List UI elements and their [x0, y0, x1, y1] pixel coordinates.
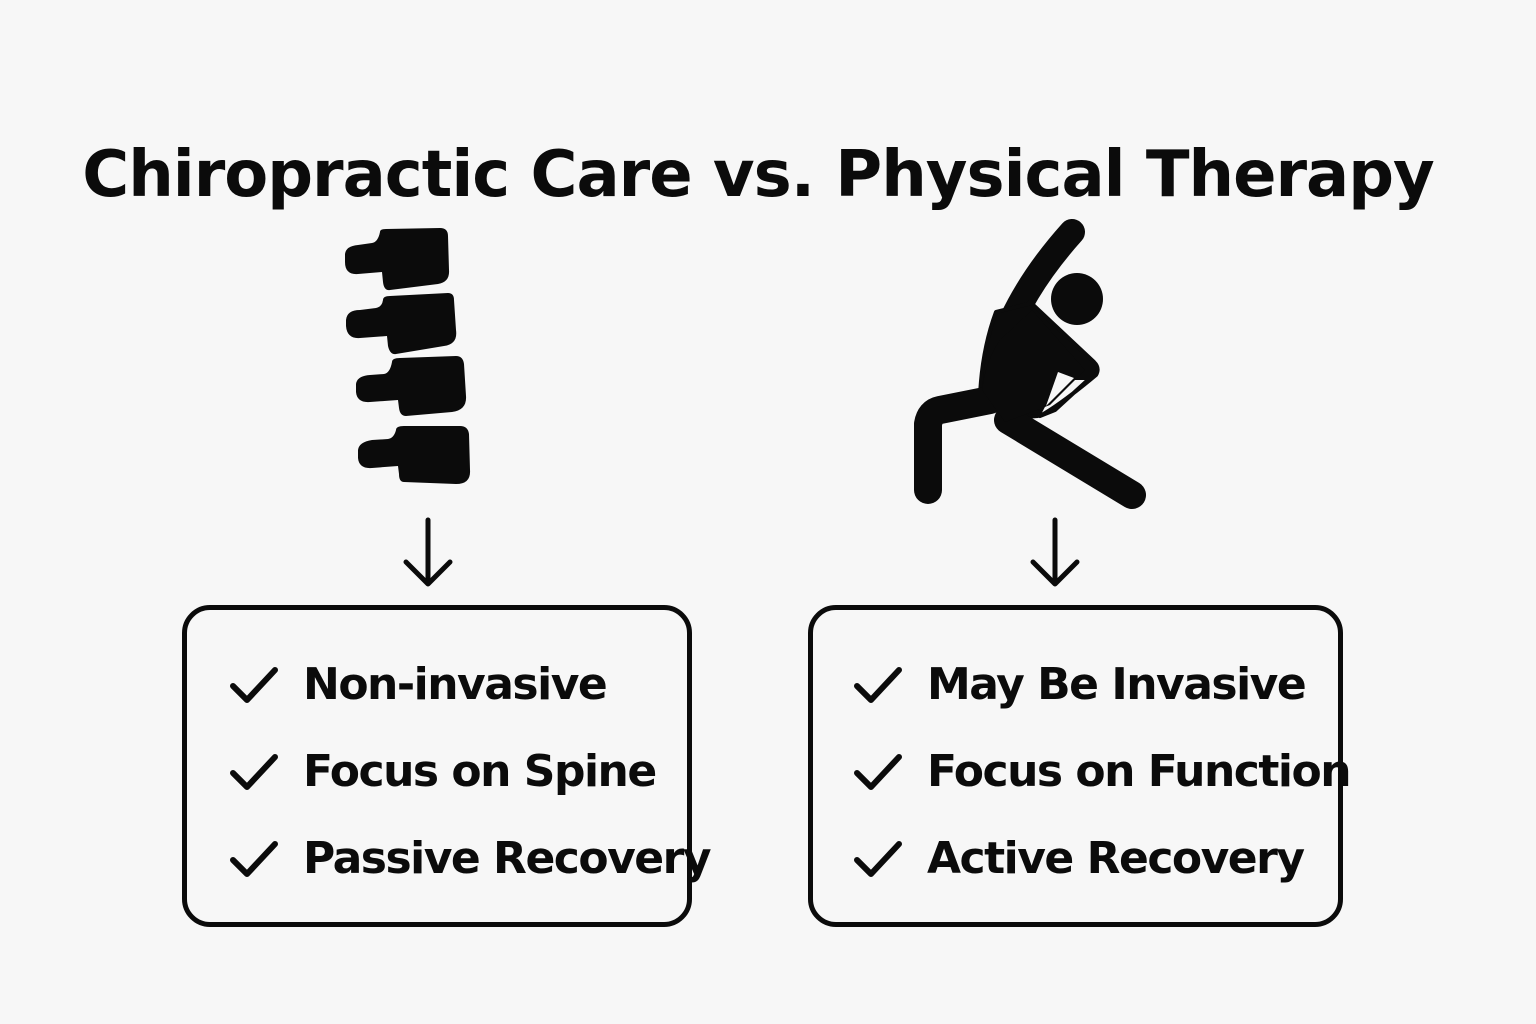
- checkmark-icon: [854, 754, 902, 790]
- item-label: May Be Invasive: [927, 658, 1307, 710]
- physical-therapy-card: May Be Invasive Focus on Function Active…: [808, 605, 1352, 927]
- checkmark-icon: [854, 841, 902, 877]
- list-item: Non-invasive: [227, 654, 608, 714]
- checkmark-icon: [230, 667, 278, 703]
- arrow-down-icon: [1030, 517, 1080, 587]
- item-label: Focus on Function: [927, 745, 1352, 797]
- stretching-person-icon: [914, 219, 1146, 509]
- list-item: Focus on Function: [851, 741, 1352, 801]
- list-item: May Be Invasive: [851, 654, 1307, 714]
- item-label: Passive Recovery: [303, 832, 712, 884]
- arrow-down-icon: [403, 517, 453, 587]
- list-item: Active Recovery: [851, 828, 1305, 888]
- checkmark-icon: [230, 841, 278, 877]
- item-label: Focus on Spine: [303, 745, 657, 797]
- spine-icon: [345, 228, 471, 484]
- chiropractic-card: Non-invasive Focus on Spine Passive Reco…: [182, 605, 712, 927]
- checkmark-icon: [230, 754, 278, 790]
- item-label: Non-invasive: [303, 658, 608, 710]
- list-item: Focus on Spine: [227, 741, 657, 801]
- checkmark-icon: [854, 667, 902, 703]
- list-item: Passive Recovery: [227, 828, 712, 888]
- item-label: Active Recovery: [927, 832, 1305, 884]
- page-title: Chiropractic Care vs. Physical Therapy: [82, 137, 1435, 212]
